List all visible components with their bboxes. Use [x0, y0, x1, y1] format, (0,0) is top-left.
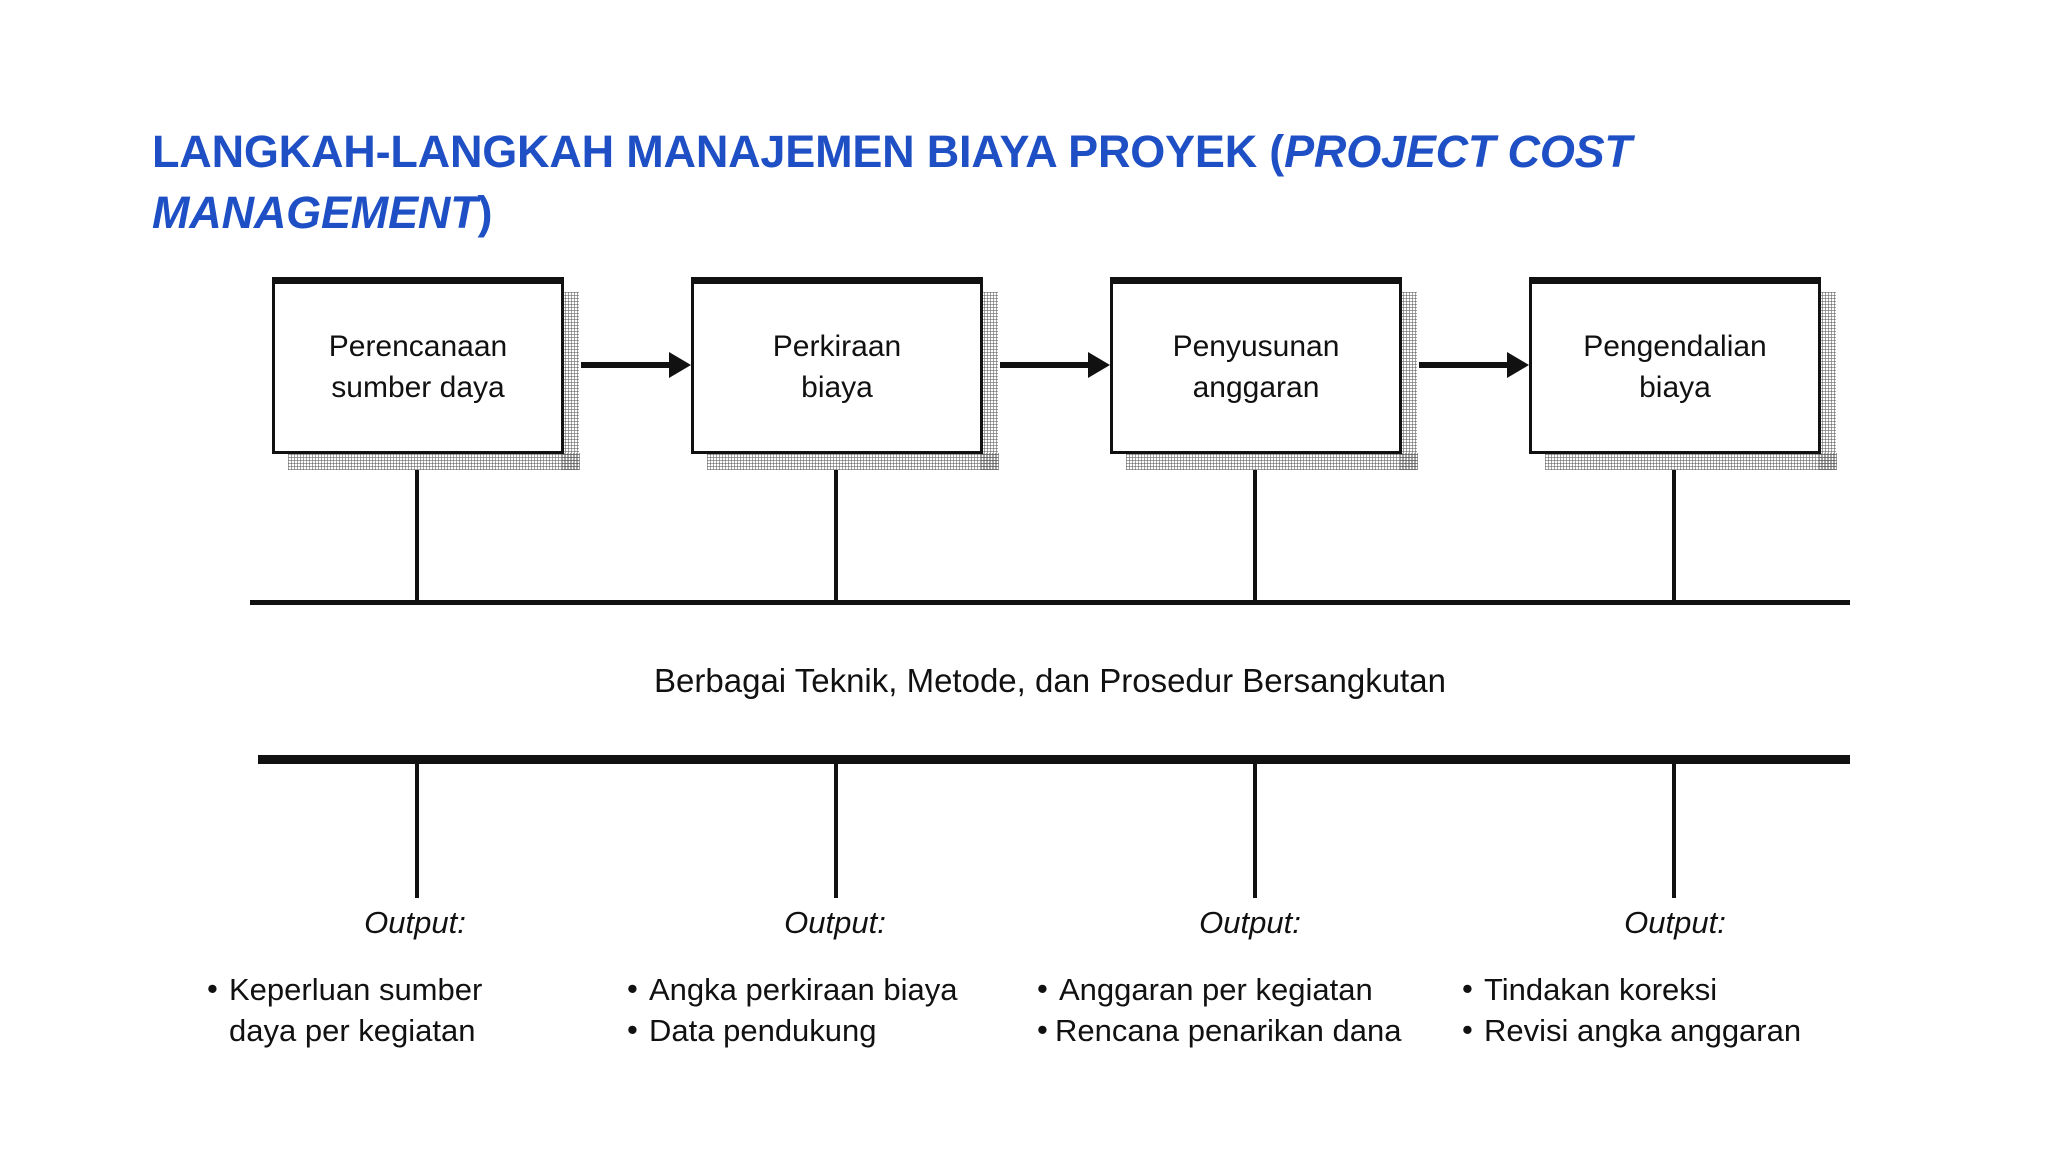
- output-column-3: Output: • Anggaran per kegiatan • Rencan…: [1035, 905, 1465, 1051]
- output-list-3: • Anggaran per kegiatan • Rencana penari…: [1035, 969, 1465, 1051]
- output-column-2: Output: • Angka perkiraan biaya • Data p…: [625, 905, 1045, 1051]
- output-list-item: • Rencana penarikan dana: [1035, 1010, 1465, 1051]
- box-shadow-bottom-4: [1545, 453, 1837, 470]
- bullet-icon: •: [207, 971, 218, 1006]
- box-shadow-right-3: [1400, 292, 1417, 470]
- bullet-icon: •: [627, 971, 638, 1006]
- output-label-4: Output:: [1624, 905, 1726, 940]
- output-item-text-cont: daya per kegiatan: [229, 1013, 476, 1049]
- output-column-4: Output: • Tindakan koreksi • Revisi angk…: [1460, 905, 1890, 1051]
- page-title-plain: LANGKAH-LANGKAH MANAJEMEN BIAYA PROYEK (: [152, 126, 1285, 178]
- output-item-text: Tindakan koreksi: [1484, 972, 1718, 1007]
- output-list-item: • Revisi angka anggaran: [1460, 1010, 1890, 1051]
- connector-box-to-rule1-4: [1672, 470, 1676, 605]
- output-list-item: • Data pendukung: [625, 1010, 1045, 1051]
- output-list-2: • Angka perkiraan biaya • Data pendukung: [625, 969, 1045, 1051]
- box-shadow-bottom-1: [288, 453, 580, 470]
- page-title-close: ): [477, 186, 493, 238]
- output-item-text: Revisi angka anggaran: [1484, 1013, 1802, 1049]
- connector-rule2-to-output-3: [1253, 764, 1257, 898]
- box-shadow-right-2: [981, 292, 998, 470]
- output-list-4: • Tindakan koreksi • Revisi angka anggar…: [1460, 969, 1890, 1051]
- output-list-item: • Tindakan koreksi: [1460, 969, 1890, 1010]
- process-box-perkiraan-biaya[interactable]: Perkiraan biaya: [691, 277, 983, 454]
- techniques-caption: Berbagai Teknik, Metode, dan Prosedur Be…: [654, 662, 1446, 699]
- connector-box-to-rule1-1: [415, 470, 419, 605]
- output-label-3: Output:: [1199, 905, 1301, 940]
- output-item-text: Anggaran per kegiatan: [1059, 972, 1373, 1007]
- outputs-rule: [258, 755, 1850, 764]
- page-title-italic: PROJECT COST MANAGEMENT: [152, 126, 1632, 238]
- techniques-rule-top: [250, 600, 1850, 605]
- process-box-penyusunan-anggaran[interactable]: Penyusunan anggaran: [1110, 277, 1402, 454]
- bullet-icon: •: [1037, 1012, 1048, 1048]
- box-shadow-right-1: [562, 292, 579, 470]
- output-item-text: Data pendukung: [649, 1013, 877, 1049]
- output-list-item-cont: daya per kegiatan: [205, 1010, 625, 1051]
- process-box-pengendalian-biaya[interactable]: Pengendalian biaya: [1529, 277, 1821, 454]
- output-item-text: Rencana penarikan dana: [1055, 1013, 1402, 1049]
- output-list-1: • Keperluan sumber daya per kegiatan: [205, 969, 625, 1051]
- connector-rule2-to-output-4: [1672, 764, 1676, 898]
- output-label-2: Output:: [784, 905, 886, 940]
- output-list-item: • Keperluan sumber: [205, 969, 625, 1010]
- connector-box-to-rule1-3: [1253, 470, 1257, 605]
- output-list-item: • Angka perkiraan biaya: [625, 969, 1045, 1010]
- box-shadow-right-4: [1819, 292, 1836, 470]
- box-shadow-bottom-3: [1126, 453, 1418, 470]
- bullet-icon: •: [1037, 971, 1048, 1006]
- page-title: LANGKAH-LANGKAH MANAJEMEN BIAYA PROYEK (…: [152, 122, 1852, 244]
- connector-rule2-to-output-2: [834, 764, 838, 898]
- box-shadow-bottom-2: [707, 453, 999, 470]
- output-column-1: Output: • Keperluan sumber daya per kegi…: [205, 905, 625, 1051]
- bullet-icon: •: [627, 1012, 638, 1048]
- output-list-item: • Anggaran per kegiatan: [1035, 969, 1465, 1010]
- process-box-perencanaan-sumber-daya[interactable]: Perencanaan sumber daya: [272, 277, 564, 454]
- connector-rule2-to-output-1: [415, 764, 419, 898]
- connector-box-to-rule1-2: [834, 470, 838, 605]
- bullet-icon: •: [1462, 1012, 1473, 1048]
- bullet-icon: •: [1462, 971, 1473, 1006]
- output-item-text: Angka perkiraan biaya: [649, 972, 958, 1007]
- output-label-1: Output:: [364, 905, 466, 940]
- output-item-text: Keperluan sumber: [229, 972, 483, 1007]
